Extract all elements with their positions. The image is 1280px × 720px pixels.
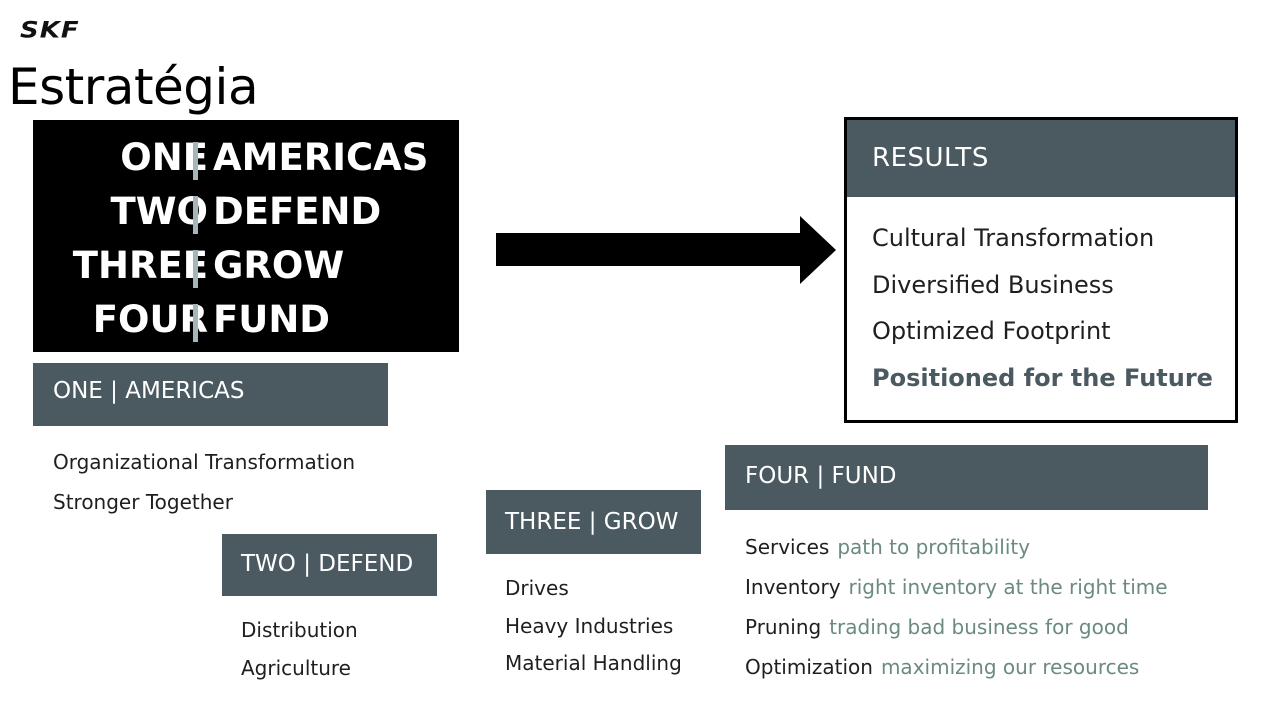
pillar-row: THREE GROW bbox=[33, 244, 459, 292]
section-one-title: ONE | AMERICAS bbox=[53, 378, 245, 404]
section-two-title: TWO | DEFEND bbox=[241, 551, 414, 577]
pillar-name: DEFEND bbox=[213, 190, 382, 233]
pillar-name: AMERICAS bbox=[213, 136, 429, 179]
pillar-name: GROW bbox=[213, 244, 345, 287]
pillar-name: FUND bbox=[213, 298, 330, 341]
result-item: Cultural Transformation bbox=[872, 224, 1155, 252]
section-four-item: Pruning trading bad business for good bbox=[745, 615, 1129, 639]
page-title: Estratégia bbox=[8, 58, 259, 116]
section-three-item: Material Handling bbox=[505, 651, 682, 675]
result-item: Diversified Business bbox=[872, 271, 1114, 299]
section-two-item: Agriculture bbox=[241, 656, 351, 680]
section-two-item: Distribution bbox=[241, 618, 358, 642]
result-item: Optimized Footprint bbox=[872, 317, 1111, 345]
pillar-number: THREE bbox=[72, 244, 208, 287]
section-one-item: Organizational Transformation bbox=[53, 450, 356, 474]
pillar-row: TWO DEFEND bbox=[33, 190, 459, 238]
pillars-image: ONE AMERICAS TWO DEFEND THREE GROW FOUR … bbox=[33, 120, 459, 352]
pillar-divider bbox=[193, 250, 198, 288]
section-one-header: ONE | AMERICAS bbox=[33, 363, 388, 426]
section-four-detail: maximizing our resources bbox=[880, 655, 1140, 679]
results-box: RESULTS Cultural Transformation Diversif… bbox=[844, 117, 1238, 423]
section-four-detail: path to profitability bbox=[837, 535, 1031, 559]
section-three-title: THREE | GROW bbox=[505, 509, 679, 535]
pillar-row: FOUR FUND bbox=[33, 298, 459, 346]
section-four-item: Inventory right inventory at the right ti… bbox=[745, 575, 1168, 599]
section-four-item: Optimization maximizing our resources bbox=[745, 655, 1139, 679]
pillar-number: TWO bbox=[110, 190, 208, 233]
arrow-head-icon bbox=[800, 216, 836, 284]
skf-logo: SKF bbox=[20, 18, 80, 44]
pillar-row: ONE AMERICAS bbox=[33, 136, 459, 184]
section-three-item: Heavy Industries bbox=[505, 614, 674, 638]
section-four-label: Pruning bbox=[745, 615, 822, 639]
section-four-label: Optimization bbox=[745, 655, 873, 679]
section-two-header: TWO | DEFEND bbox=[222, 534, 437, 596]
pillar-number: FOUR bbox=[92, 298, 208, 341]
pillar-divider bbox=[193, 142, 198, 180]
section-four-label: Services bbox=[745, 535, 830, 559]
results-title: RESULTS bbox=[872, 143, 989, 173]
results-header: RESULTS bbox=[847, 120, 1235, 197]
section-four-title: FOUR | FUND bbox=[745, 463, 897, 489]
section-four-detail: trading bad business for good bbox=[829, 615, 1129, 639]
result-item-highlight: Positioned for the Future bbox=[872, 364, 1213, 392]
pillar-divider bbox=[193, 196, 198, 234]
section-four-item: Services path to profitability bbox=[745, 535, 1030, 559]
section-one-item: Stronger Together bbox=[53, 490, 233, 514]
section-three-item: Drives bbox=[505, 576, 569, 600]
arrow-right-icon bbox=[496, 233, 802, 266]
section-four-detail: right inventory at the right time bbox=[848, 575, 1168, 599]
section-four-header: FOUR | FUND bbox=[725, 445, 1208, 510]
pillar-divider bbox=[193, 304, 198, 342]
section-four-label: Inventory bbox=[745, 575, 841, 599]
section-three-header: THREE | GROW bbox=[486, 490, 701, 554]
